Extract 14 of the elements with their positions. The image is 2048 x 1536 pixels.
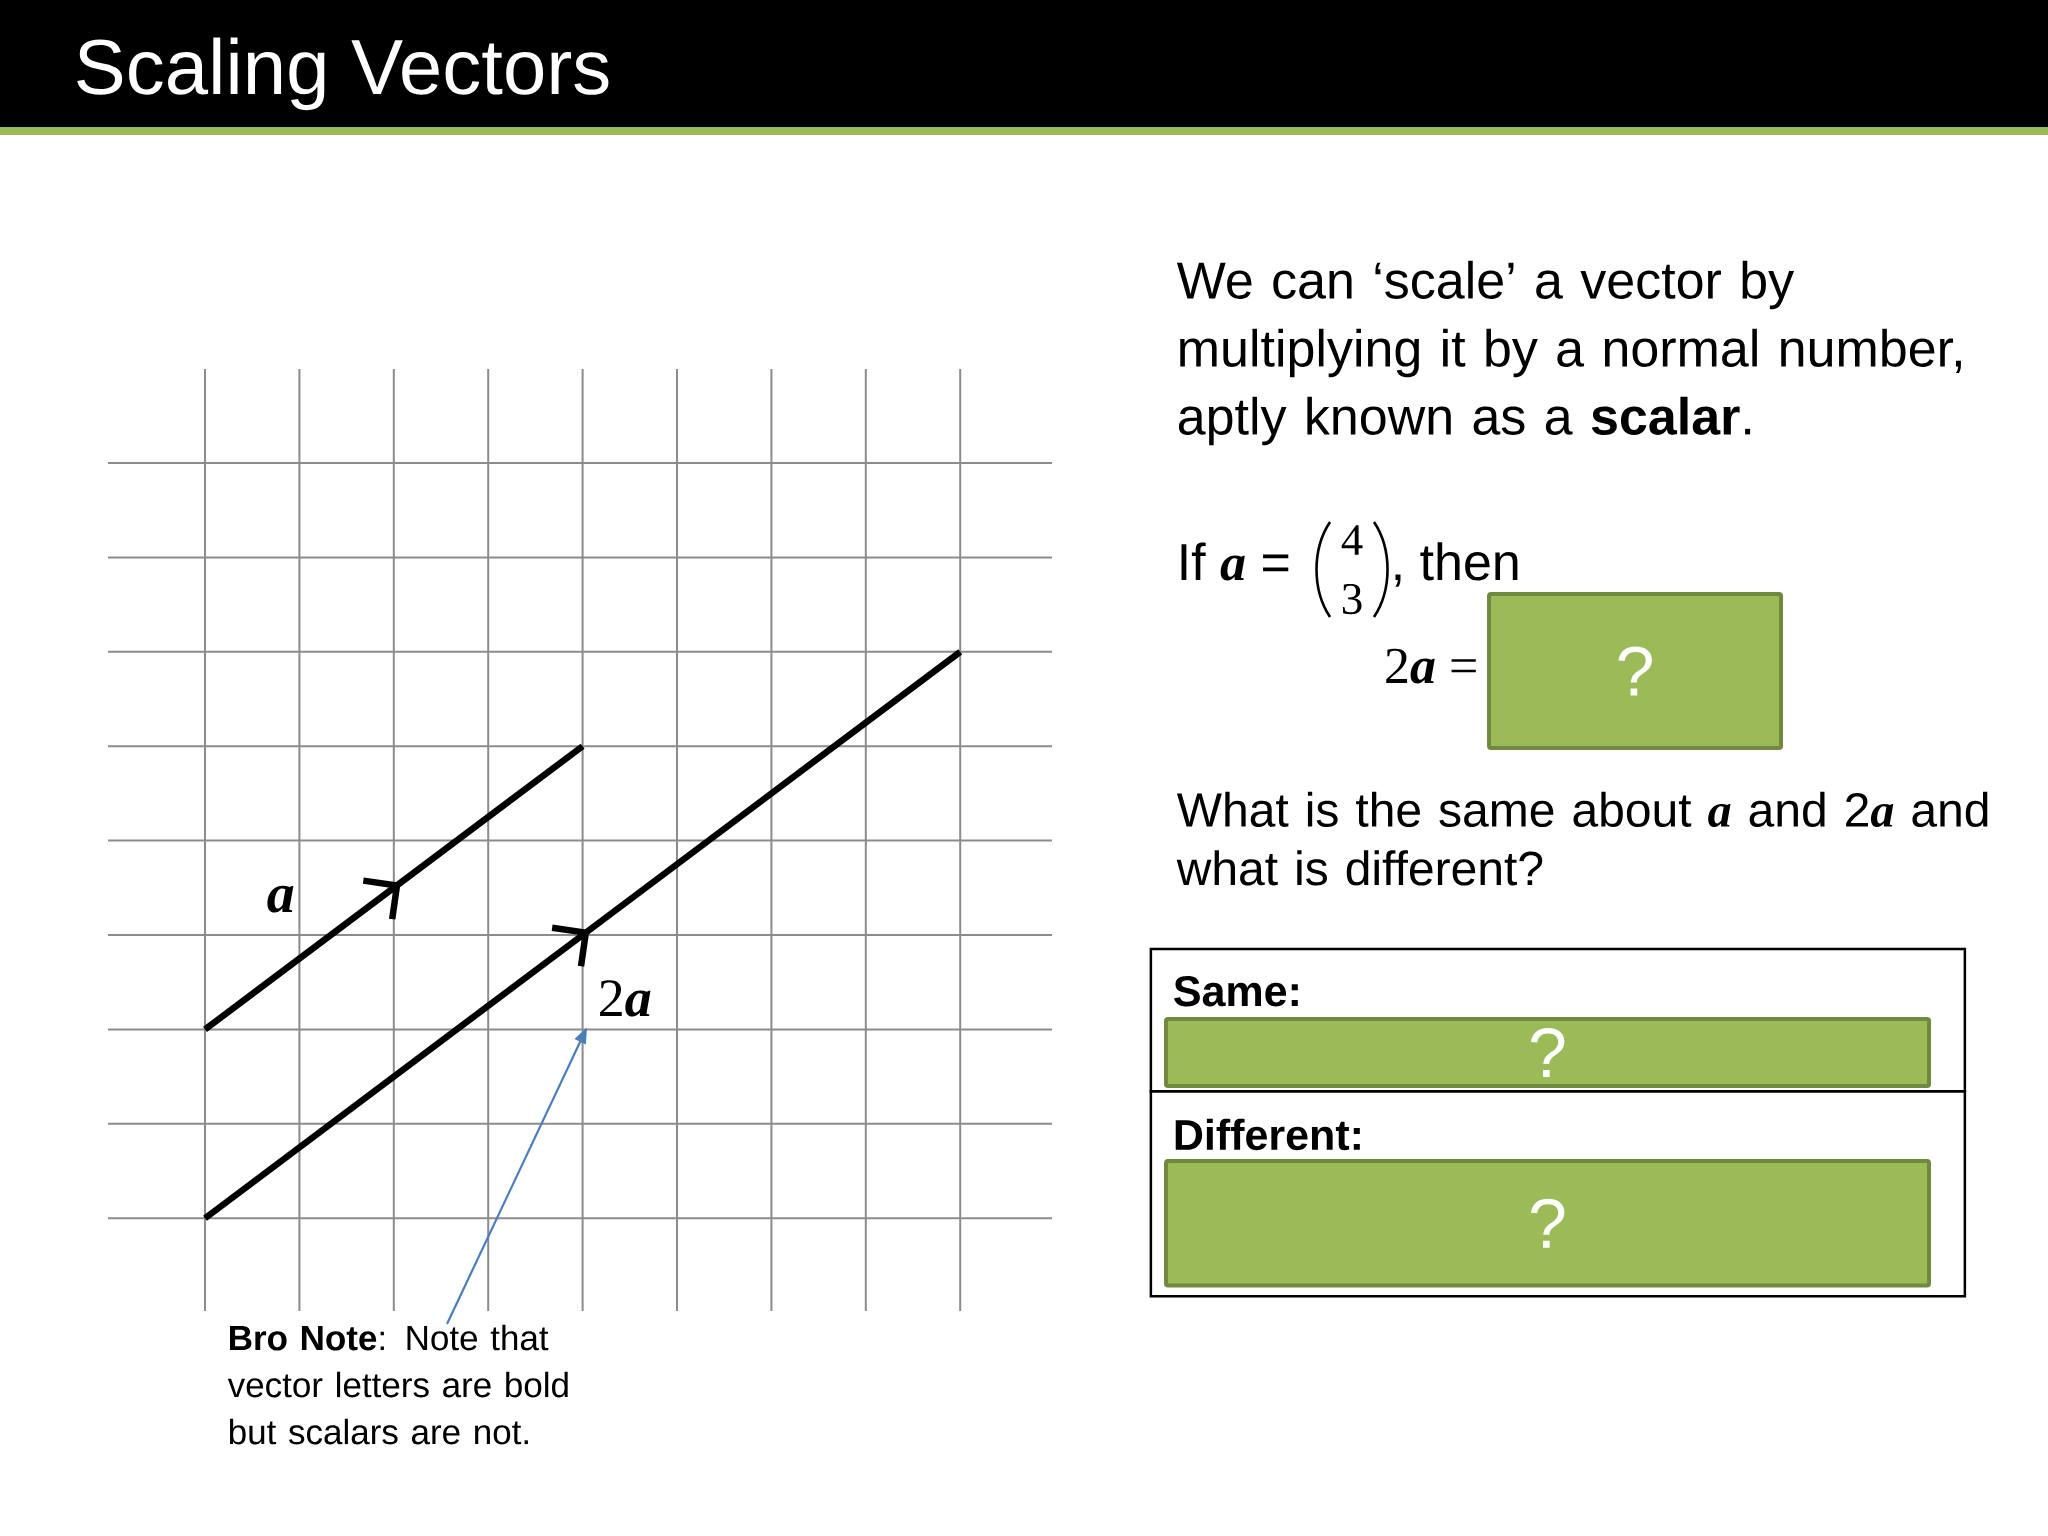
equation-text: , then [1395,542,1518,587]
equation-text: 2a = [1386,648,1476,684]
vector-entry: 4 [1341,525,1363,555]
vector-entry: 3 [1342,583,1362,615]
answer-box: ? [1487,592,1784,750]
vector-label: 2a [600,980,651,1017]
paragraph: We can ‘scale’ a vector by multiplying it by a normal number, aptly known as a scalar. [1176,260,1961,446]
equation-text: If a = [1181,542,1289,581]
title: Scaling Vectors [77,37,609,111]
question-text: What is the same about a and 2a and what is different? [1176,791,1988,886]
note-text: Bro Note: Note that vector letters are bold but scalars are not. [227,1324,568,1445]
answer-box: ? [1164,1017,1931,1089]
answer-box: ? [1164,1159,1931,1288]
vector-label: a [267,885,294,913]
